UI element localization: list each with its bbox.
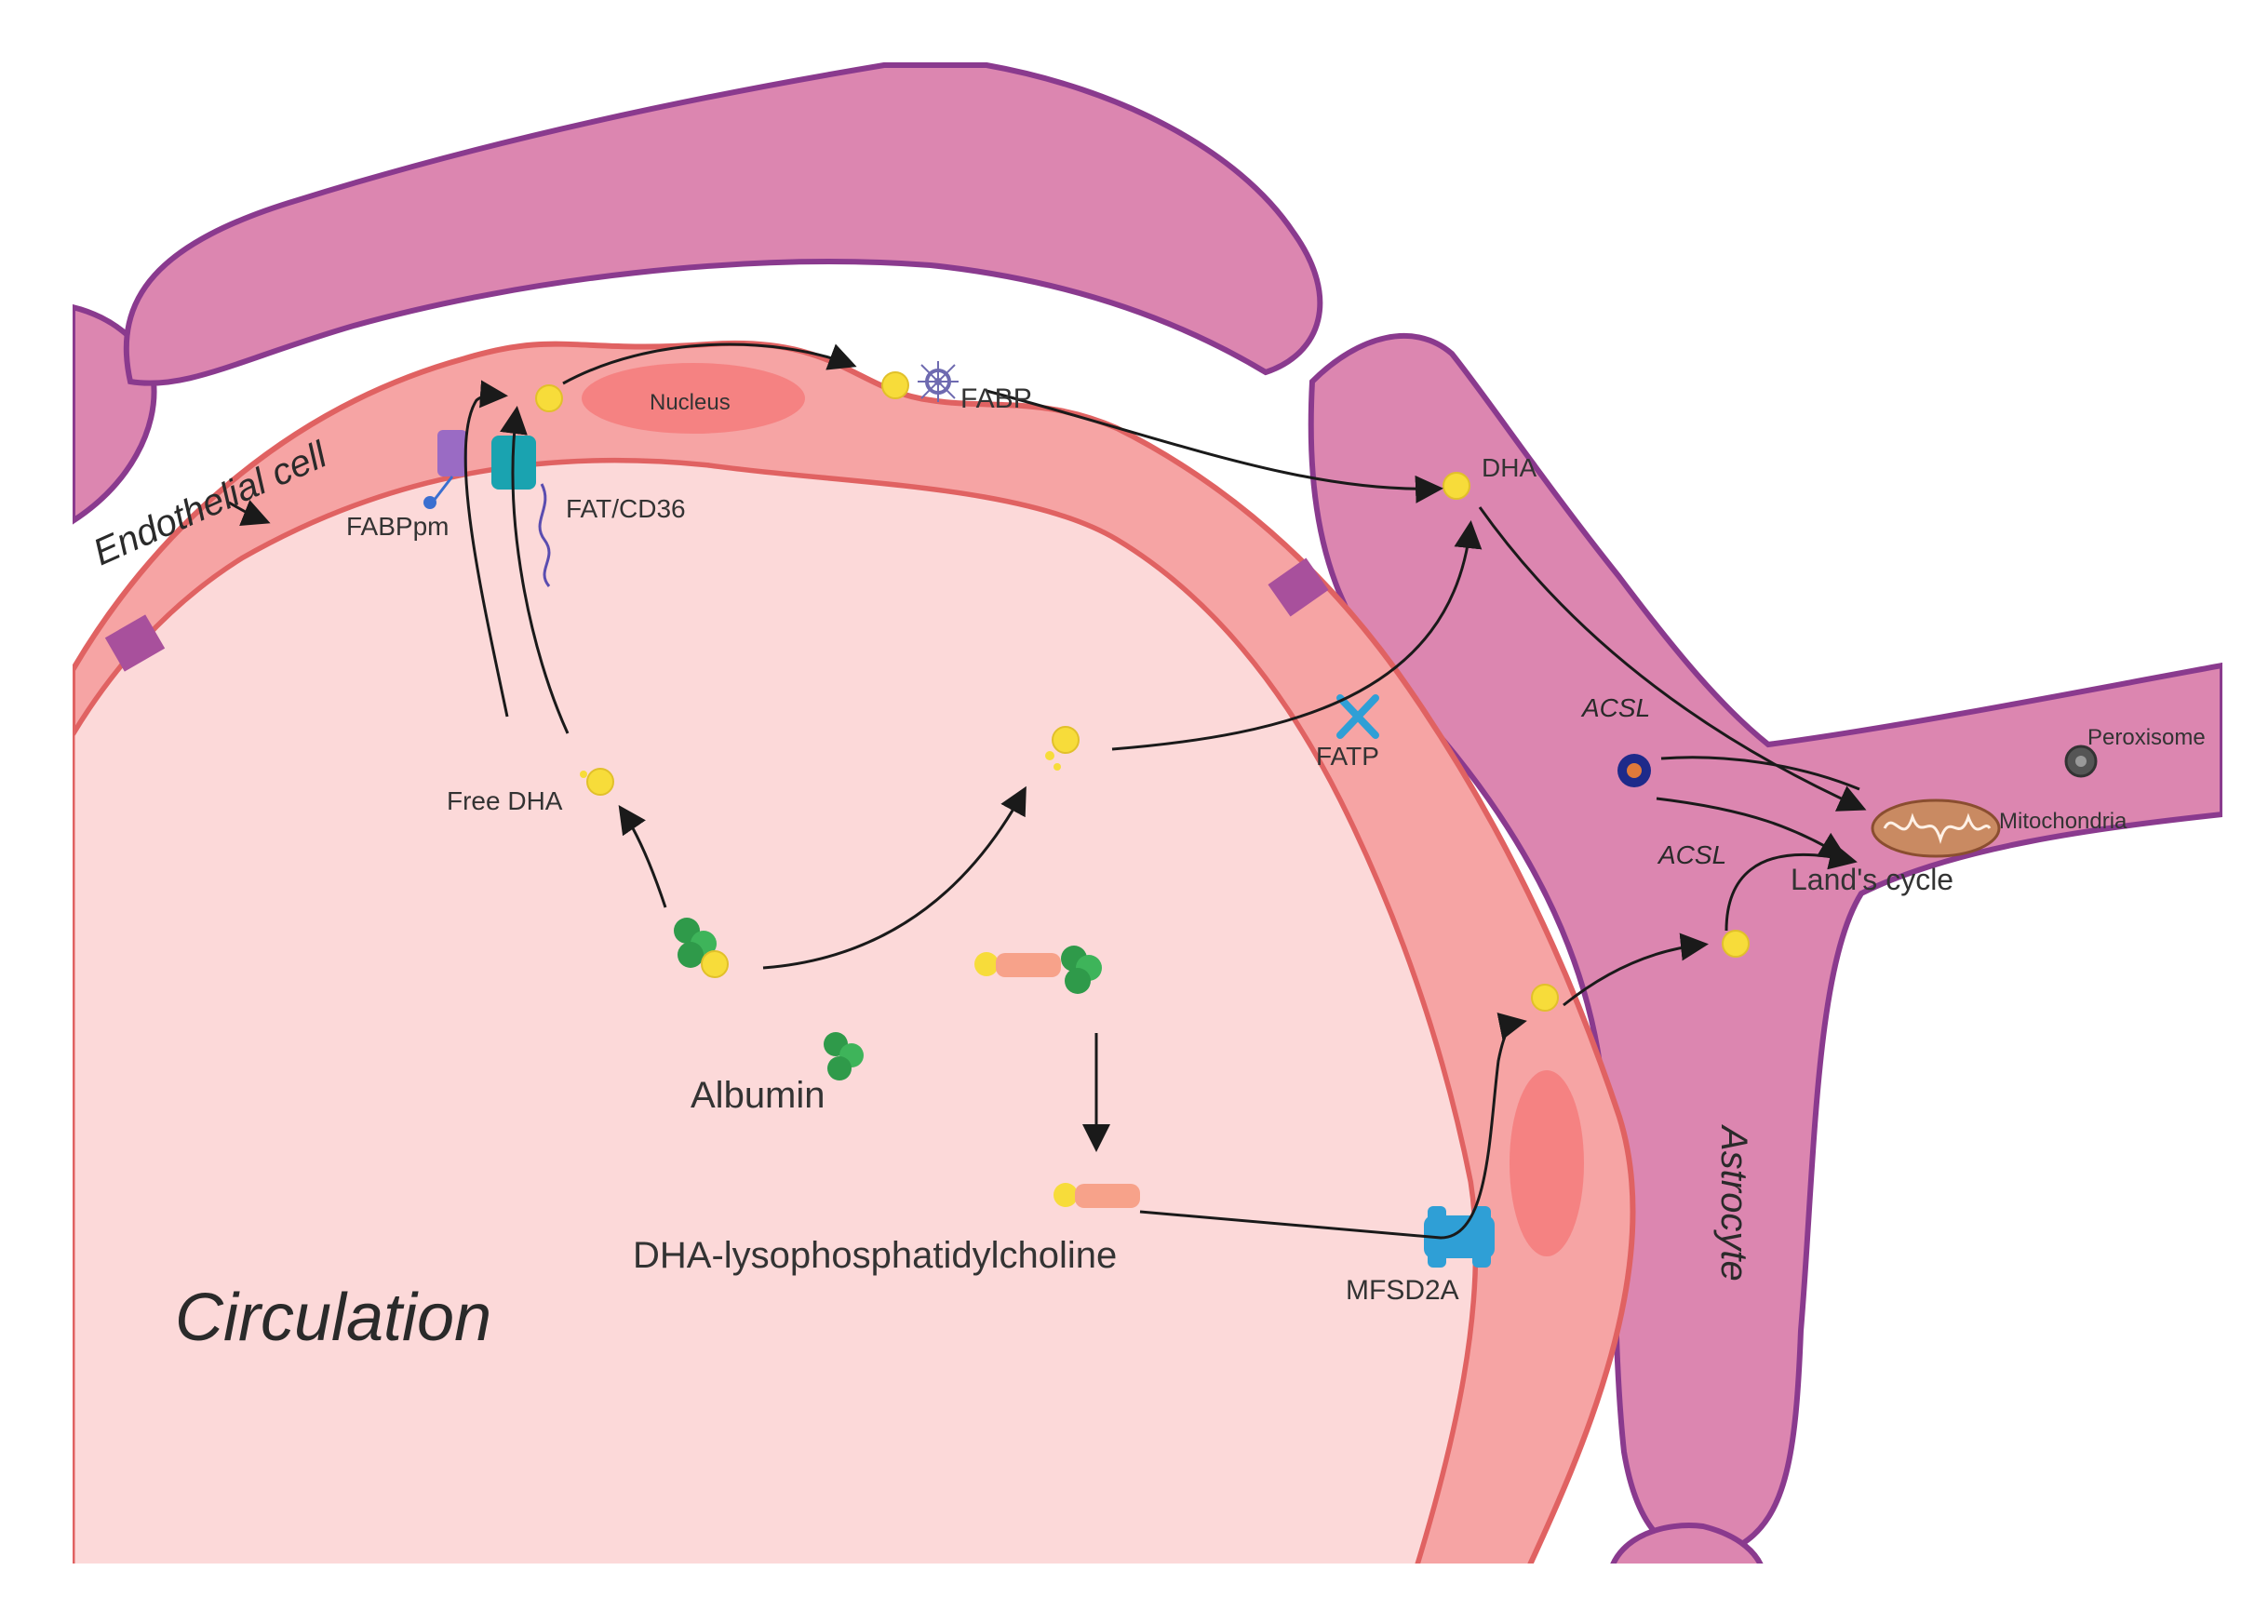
- arrow-lower-acsl-to-lands-cycle: [1724, 842, 1858, 932]
- fatp-transporter: [1336, 694, 1379, 739]
- fabppm-transporter: [423, 430, 467, 509]
- dha-molecule: [881, 371, 909, 399]
- dha-molecule: [1443, 472, 1470, 500]
- arrow-endothelium-to-fabp: [562, 342, 857, 385]
- dissociating-dha-molecule: [1052, 726, 1080, 754]
- astrocyte-bottom-lobe: [1610, 1523, 1764, 1564]
- arrow-fabp-to-astrocyte-dha: [986, 389, 1443, 503]
- acsl-enzyme: [1617, 754, 1651, 787]
- label-fatp: FATP: [1316, 742, 1379, 771]
- albumin-dha-complex: [674, 918, 729, 978]
- dha-lpc-albumin-complex: [974, 946, 1102, 994]
- arrow-fatp-to-astrocyte-dha: [1111, 520, 1483, 751]
- label-nucleus: Nucleus: [650, 390, 731, 415]
- nucleus-top: [582, 363, 805, 434]
- dha-molecule: [535, 384, 563, 412]
- astrocyte: [73, 62, 2222, 1564]
- label-fabp: FABP: [960, 383, 1032, 414]
- arrow-lpc-to-mfsd2a: [1139, 1012, 1527, 1240]
- label-circulation: Circulation: [175, 1281, 491, 1355]
- astrocyte-right-process: [1308, 332, 2222, 1557]
- label-albumin: Albumin: [691, 1075, 825, 1116]
- label-dha-lysophosphatidylcholine: DHA-lysophosphatidylcholine: [633, 1235, 1117, 1276]
- nucleus-right: [1510, 1070, 1584, 1256]
- arrow-acsl-to-mitochondria: [1660, 756, 1860, 791]
- free-dha-molecule: [586, 768, 614, 796]
- arrow-dha-to-mitochondria: [1478, 506, 1867, 812]
- arrow-albumin-to-fatp: [762, 785, 1027, 970]
- label-dha: DHA: [1482, 453, 1537, 482]
- arrow-albumin-to-free-dha: [618, 805, 667, 908]
- arrow-acsl-to-lands-cycle: [1656, 797, 1848, 860]
- label-peroxisome: Peroxisome: [2087, 725, 2206, 750]
- peroxisome-icon: [2064, 745, 2098, 778]
- dha-molecule: [1722, 930, 1750, 958]
- label-free-dha: Free DHA: [447, 786, 563, 815]
- circulation-lumen: [73, 458, 1478, 1564]
- tight-junction-right: [1268, 557, 1329, 617]
- arrow-free-dha-to-fabppm: [463, 380, 509, 718]
- dha-molecule: [1531, 984, 1559, 1012]
- dha-molecules: [535, 371, 1750, 1012]
- astrocyte-top-arc: [123, 62, 1323, 386]
- label-fabppm: FABPpm: [346, 512, 449, 541]
- fabp-icon: [918, 361, 959, 402]
- label-fat-cd36: FAT/CD36: [566, 494, 686, 523]
- label-mitochondria: Mitochondria: [1999, 809, 2127, 834]
- mitochondria-icon: [1871, 799, 2001, 858]
- arrow-endothelial-cell-pointer: [228, 500, 271, 527]
- dha-lpc-molecule: [1053, 1183, 1140, 1208]
- label-lands-cycle: Land's cycle: [1791, 863, 1953, 896]
- label-acsl-top: ACSL: [1580, 693, 1650, 722]
- arrow-endothelium-to-astrocyte: [1563, 933, 1709, 1007]
- arrow-free-dha-to-cd36: [500, 406, 570, 734]
- tight-junction-left: [104, 614, 166, 672]
- arrows: [228, 342, 1867, 1240]
- albumin-icon: [824, 1032, 864, 1080]
- label-acsl-bottom: ACSL: [1657, 840, 1726, 869]
- label-mfsd2a: MFSD2A: [1346, 1275, 1459, 1306]
- label-astrocyte: Astrocyte: [1713, 1124, 1754, 1282]
